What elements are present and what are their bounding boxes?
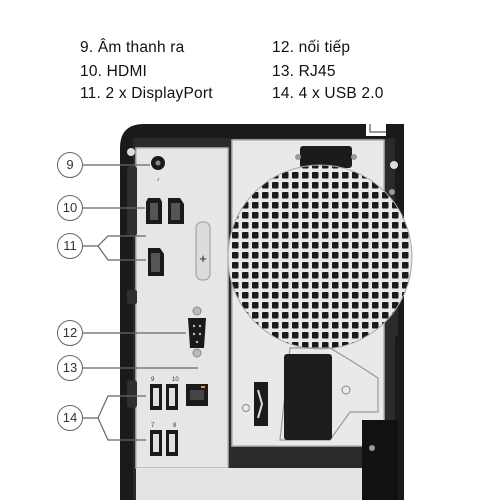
legend-item-11: 11. 2 x DisplayPort — [80, 85, 213, 102]
displayport-2 — [148, 248, 164, 276]
callout-13: 13 — [57, 355, 83, 381]
callout-12: 12 — [57, 320, 83, 346]
side-latch — [127, 166, 137, 236]
rj45-port — [186, 384, 208, 406]
legend-item-14: 14. 4 x USB 2.0 — [272, 85, 384, 102]
legend-item-10: 10. HDMI — [80, 63, 148, 80]
top-grip — [300, 146, 352, 168]
legend-item-13: 13. RJ45 — [272, 63, 336, 80]
usb-label-10: 10 — [172, 377, 179, 383]
serial-port — [188, 306, 206, 358]
knockout-cover: + — [195, 221, 211, 281]
legend-item-12: 12. nối tiếp — [272, 39, 351, 56]
usb-ports — [150, 384, 178, 456]
usb-label-8: 8 — [173, 423, 177, 429]
callout-10: 10 — [57, 195, 83, 221]
audio-out-port: ♪ — [151, 156, 165, 183]
legend-item-9: 9. Âm thanh ra — [80, 39, 185, 56]
callout-14: 14 — [57, 405, 83, 431]
svg-text:♪: ♪ — [157, 177, 160, 183]
displayport-1 — [168, 198, 184, 224]
callout-9: 9 — [57, 152, 83, 178]
svg-text:+: + — [199, 251, 207, 266]
leader-lines — [83, 164, 198, 441]
usb-label-7: 7 — [151, 423, 155, 429]
lower-component — [242, 347, 379, 441]
callout-11: 11 — [57, 233, 83, 259]
port-legend: 9. Âm thanh ra 10. HDMI 11. 2 x DisplayP… — [0, 36, 500, 106]
hdmi-port — [146, 198, 162, 224]
fan-grill — [227, 164, 413, 350]
usb-label-9: 9 — [151, 377, 155, 383]
